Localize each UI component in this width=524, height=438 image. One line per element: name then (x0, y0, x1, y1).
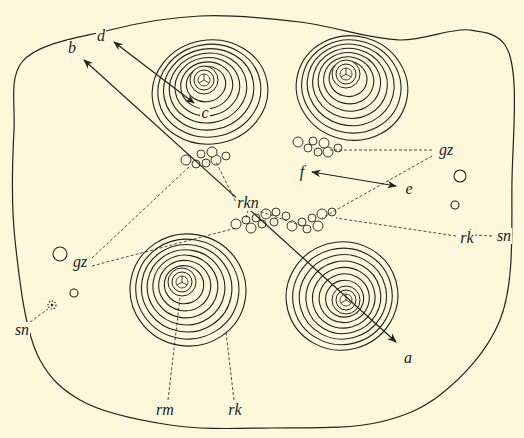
part-label: gz (72, 254, 88, 270)
leader-line (256, 210, 302, 226)
part-label: sn (14, 322, 30, 338)
part-label: rk (459, 230, 474, 246)
part-label: c (200, 105, 209, 121)
symmetry-arrow (312, 172, 396, 186)
leader-line (226, 332, 234, 400)
vascular-bundle (121, 225, 255, 355)
part-label: sn (496, 228, 512, 244)
vessel (48, 301, 56, 309)
cell-cluster (181, 147, 230, 168)
leader-line (336, 218, 456, 236)
leader-line (330, 150, 432, 151)
vascular-bundle (284, 23, 419, 152)
leader-line (246, 210, 248, 218)
leader-line (30, 309, 48, 322)
part-label: rk (227, 402, 242, 418)
vessel (70, 289, 78, 297)
part-label: b (67, 40, 77, 56)
cell-cluster (287, 208, 336, 233)
leader-line (475, 235, 492, 236)
symmetry-arrow (84, 60, 396, 342)
part-label: d (96, 28, 106, 44)
part-label: rkn (236, 195, 259, 211)
vessel (454, 170, 466, 182)
cell-cluster (293, 137, 342, 157)
leader-line (92, 228, 236, 266)
leader-line (322, 156, 432, 218)
leader-line (168, 298, 180, 400)
vessel (53, 247, 67, 261)
part-label: a (403, 350, 413, 366)
vascular-bundle (144, 31, 276, 154)
part-label: e (404, 181, 413, 197)
cell-cluster (231, 208, 290, 233)
part-label: rm (155, 402, 175, 418)
symmetry-arrow (114, 42, 194, 103)
part-label: f (299, 164, 305, 180)
outer-outline (12, 16, 514, 429)
vessel (451, 201, 459, 209)
part-label: gz (438, 142, 454, 158)
